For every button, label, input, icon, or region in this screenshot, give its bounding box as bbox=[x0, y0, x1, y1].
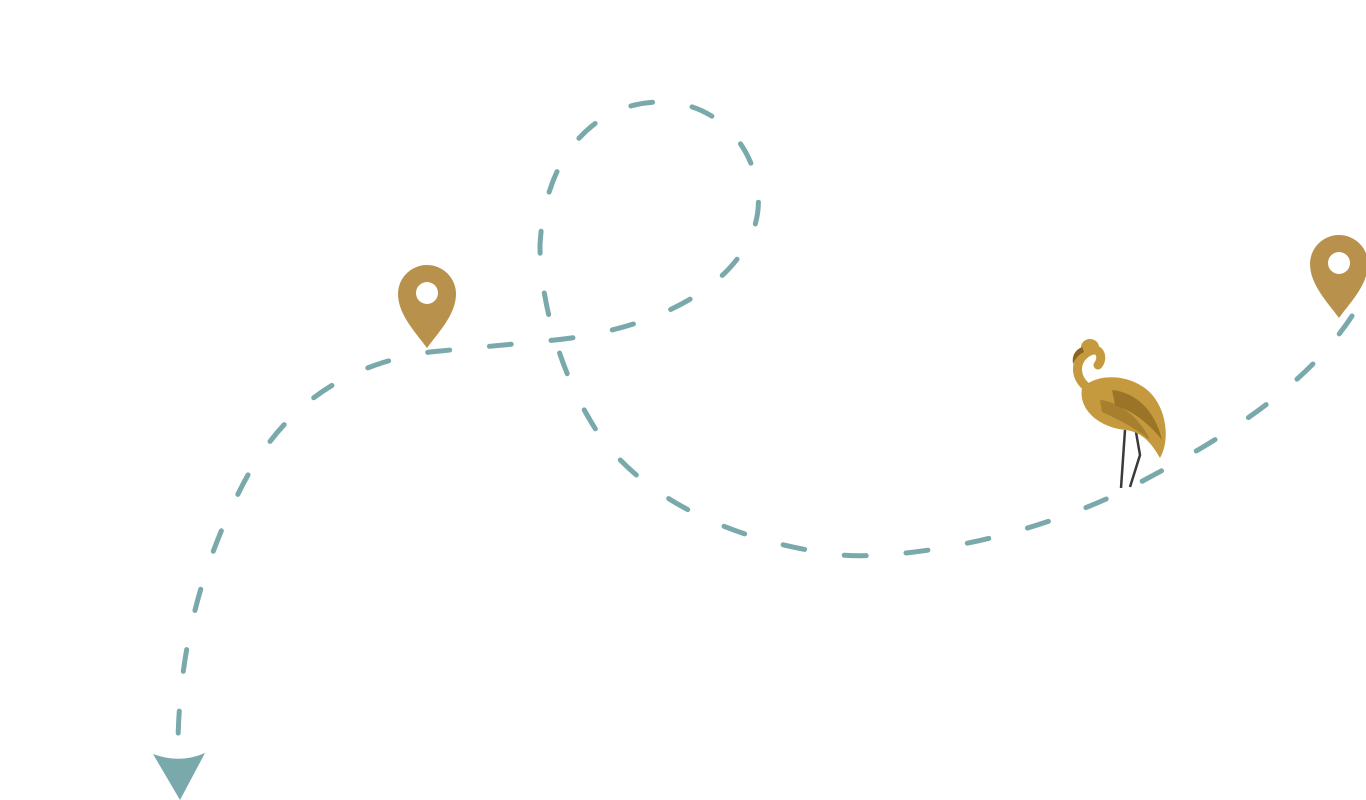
location-pin-icon[interactable] bbox=[1310, 235, 1366, 318]
flamingo-icon bbox=[1072, 339, 1166, 489]
dashed-route-path bbox=[175, 99, 1355, 743]
arrowhead-icon bbox=[153, 753, 205, 800]
location-pin-icon[interactable] bbox=[398, 265, 456, 348]
